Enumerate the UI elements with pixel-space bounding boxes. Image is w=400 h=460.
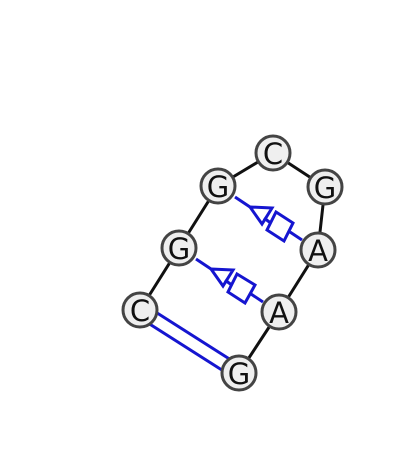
nucleotide-g8: G — [220, 354, 258, 392]
nucleotide-layer: C G G C G A A G — [121, 134, 344, 392]
nucleotide-g5: G — [306, 168, 344, 206]
nucleotide-label: G — [314, 171, 336, 205]
nucleotide-label: C — [263, 137, 283, 171]
nucleotide-c1: C — [121, 291, 159, 329]
base-pair-layer — [136, 195, 303, 381]
nucleotide-a6: A — [299, 231, 337, 269]
nucleotide-label: G — [207, 170, 229, 204]
base-pair-g3-a6 — [195, 257, 264, 306]
nucleotide-label: G — [228, 357, 250, 391]
nucleotide-c4: C — [254, 134, 292, 172]
base-pair-c1-g8 — [136, 302, 243, 381]
nucleotide-a7: A — [260, 293, 298, 331]
base-pair-g2-a7 — [234, 195, 303, 244]
nucleotide-label: A — [269, 296, 289, 330]
nucleotide-g3: G — [199, 167, 237, 205]
nucleotide-g2: G — [160, 229, 198, 267]
nucleotide-label: C — [130, 294, 150, 328]
nucleotide-label: G — [168, 232, 190, 266]
nucleotide-label: A — [308, 234, 328, 268]
